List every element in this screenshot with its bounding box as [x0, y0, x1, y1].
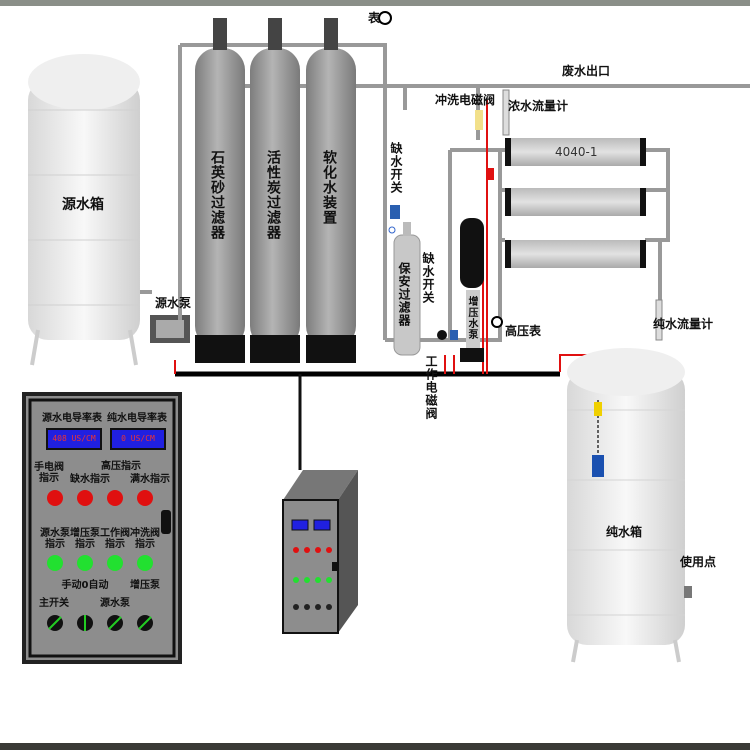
- waste-outlet-label: 废水出口: [562, 64, 611, 78]
- pure-tank-label: 纯水箱: [606, 525, 643, 539]
- switch-label-main: 主开关: [39, 598, 69, 609]
- flush-valve-label: 冲洗电磁阀: [435, 93, 496, 107]
- source-conductivity-display: 408 US/CM: [46, 428, 102, 450]
- green-light-label-1: 源水泵指示: [40, 528, 70, 550]
- filter-label-quartz: 石英砂过滤器: [209, 150, 225, 240]
- source-pump: [140, 290, 190, 343]
- ro-membranes: [505, 138, 646, 268]
- membrane-label: 4040-1: [555, 145, 598, 159]
- filter-label-softener: 软化水装置: [321, 150, 337, 225]
- pressure-gauge-icon: [378, 11, 392, 25]
- source-tank-label: 源水箱: [62, 197, 104, 213]
- booster-pump: [437, 168, 494, 362]
- high-pressure-gauge-icon: [491, 316, 503, 328]
- bottom-edge: [0, 743, 750, 750]
- source-tank: [28, 54, 140, 366]
- filter-tanks: [195, 18, 356, 363]
- green-light-label-2: 增压泵指示: [70, 528, 100, 550]
- green-light-label-3: 工作阀指示: [100, 528, 130, 550]
- booster-pump-label: 增压水泵: [466, 296, 477, 340]
- work-valve-label: 工作电磁阀: [424, 355, 438, 420]
- source-conductivity-label: 源水电导率表: [42, 413, 102, 424]
- pure-flowmeter-icon: [655, 299, 663, 341]
- flush-valve-icon: [475, 110, 483, 130]
- red-light-label-4: 满水指示: [130, 474, 170, 485]
- security-filter: [388, 205, 421, 356]
- switch-label-mode: 手动0自动: [61, 580, 109, 591]
- source-pump-label: 源水泵: [155, 296, 192, 310]
- pure-conductivity-display: 0 US/CM: [110, 428, 166, 450]
- panel-green-lights: [47, 555, 153, 571]
- red-light-label-3: 高压指示: [101, 461, 141, 472]
- pure-tank: [567, 348, 692, 663]
- green-light-label-4: 冲洗阀指示: [130, 528, 160, 550]
- top-edge: [0, 0, 750, 6]
- pure-flowmeter-label: 纯水流量计: [653, 317, 714, 331]
- high-pressure-gauge-label: 高压表: [505, 324, 542, 338]
- red-light-label-1: 手电阀指示: [34, 462, 64, 484]
- red-light-label-2: 缺水指示: [70, 474, 110, 485]
- use-point-label: 使用点: [680, 555, 717, 569]
- switch-label-booster-pump: 增压泵: [130, 580, 160, 591]
- concentrate-flowmeter-icon: [502, 89, 510, 136]
- panel-switches: [47, 615, 153, 631]
- filter-label-carbon: 活性炭过滤器: [265, 150, 281, 240]
- control-box: [282, 470, 358, 634]
- security-filter-label: 保安过滤器: [397, 262, 411, 327]
- panel-red-lights: [47, 490, 153, 506]
- low-water-switch-label-2: 缺水开关: [421, 252, 435, 304]
- pure-conductivity-label: 纯水电导率表: [107, 413, 167, 424]
- concentrate-flowmeter-label: 浓水流量计: [508, 99, 569, 113]
- low-water-switch-label-1: 缺水开关: [389, 142, 403, 194]
- gauge-label: 表: [368, 11, 381, 25]
- switch-label-source-pump: 源水泵: [100, 598, 130, 609]
